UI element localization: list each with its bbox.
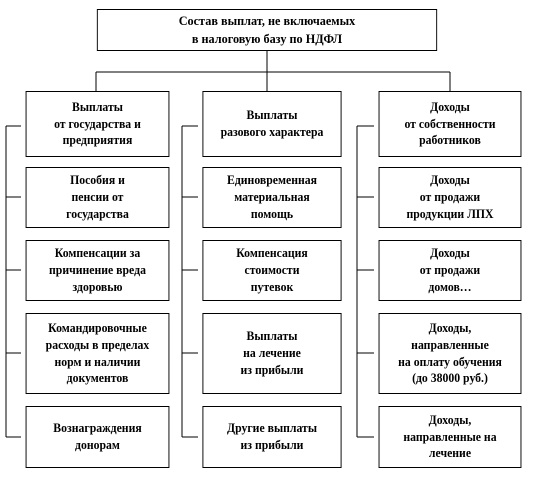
- col1-item-box: Пособия и пенсии от государства: [25, 167, 170, 228]
- col3-header-box: Доходы от собственности работников: [378, 91, 522, 157]
- col1-item-box: Вознаграждения донорам: [25, 406, 170, 468]
- root-box: Состав выплат, не включаемых в налоговую…: [96, 9, 438, 51]
- col1-header-box: Выплаты от государства и предприятия: [25, 91, 170, 157]
- col3-item-box: Доходы от продажи домов…: [378, 240, 522, 301]
- col2-item-box: Другие выплаты из прибыли: [202, 406, 342, 468]
- col1-item-box: Командировочные расходы в пределах норм …: [25, 313, 170, 394]
- col1-item-box: Компенсации за причинение вреда здоровью: [25, 240, 170, 301]
- col3-item-box: Доходы, направленные на лечение: [378, 406, 522, 468]
- col2-item-box: Единовременная материальная помощь: [202, 167, 342, 228]
- col3-item-box: Доходы, направленные на оплату обучения …: [378, 313, 522, 394]
- col2-item-box: Компенсация стоимости путевок: [202, 240, 342, 301]
- col3-item-box: Доходы от продажи продукции ЛПХ: [378, 167, 522, 228]
- col2-header-box: Выплаты разового характера: [202, 91, 342, 157]
- col2-item-box: Выплаты на лечение из прибыли: [202, 313, 342, 394]
